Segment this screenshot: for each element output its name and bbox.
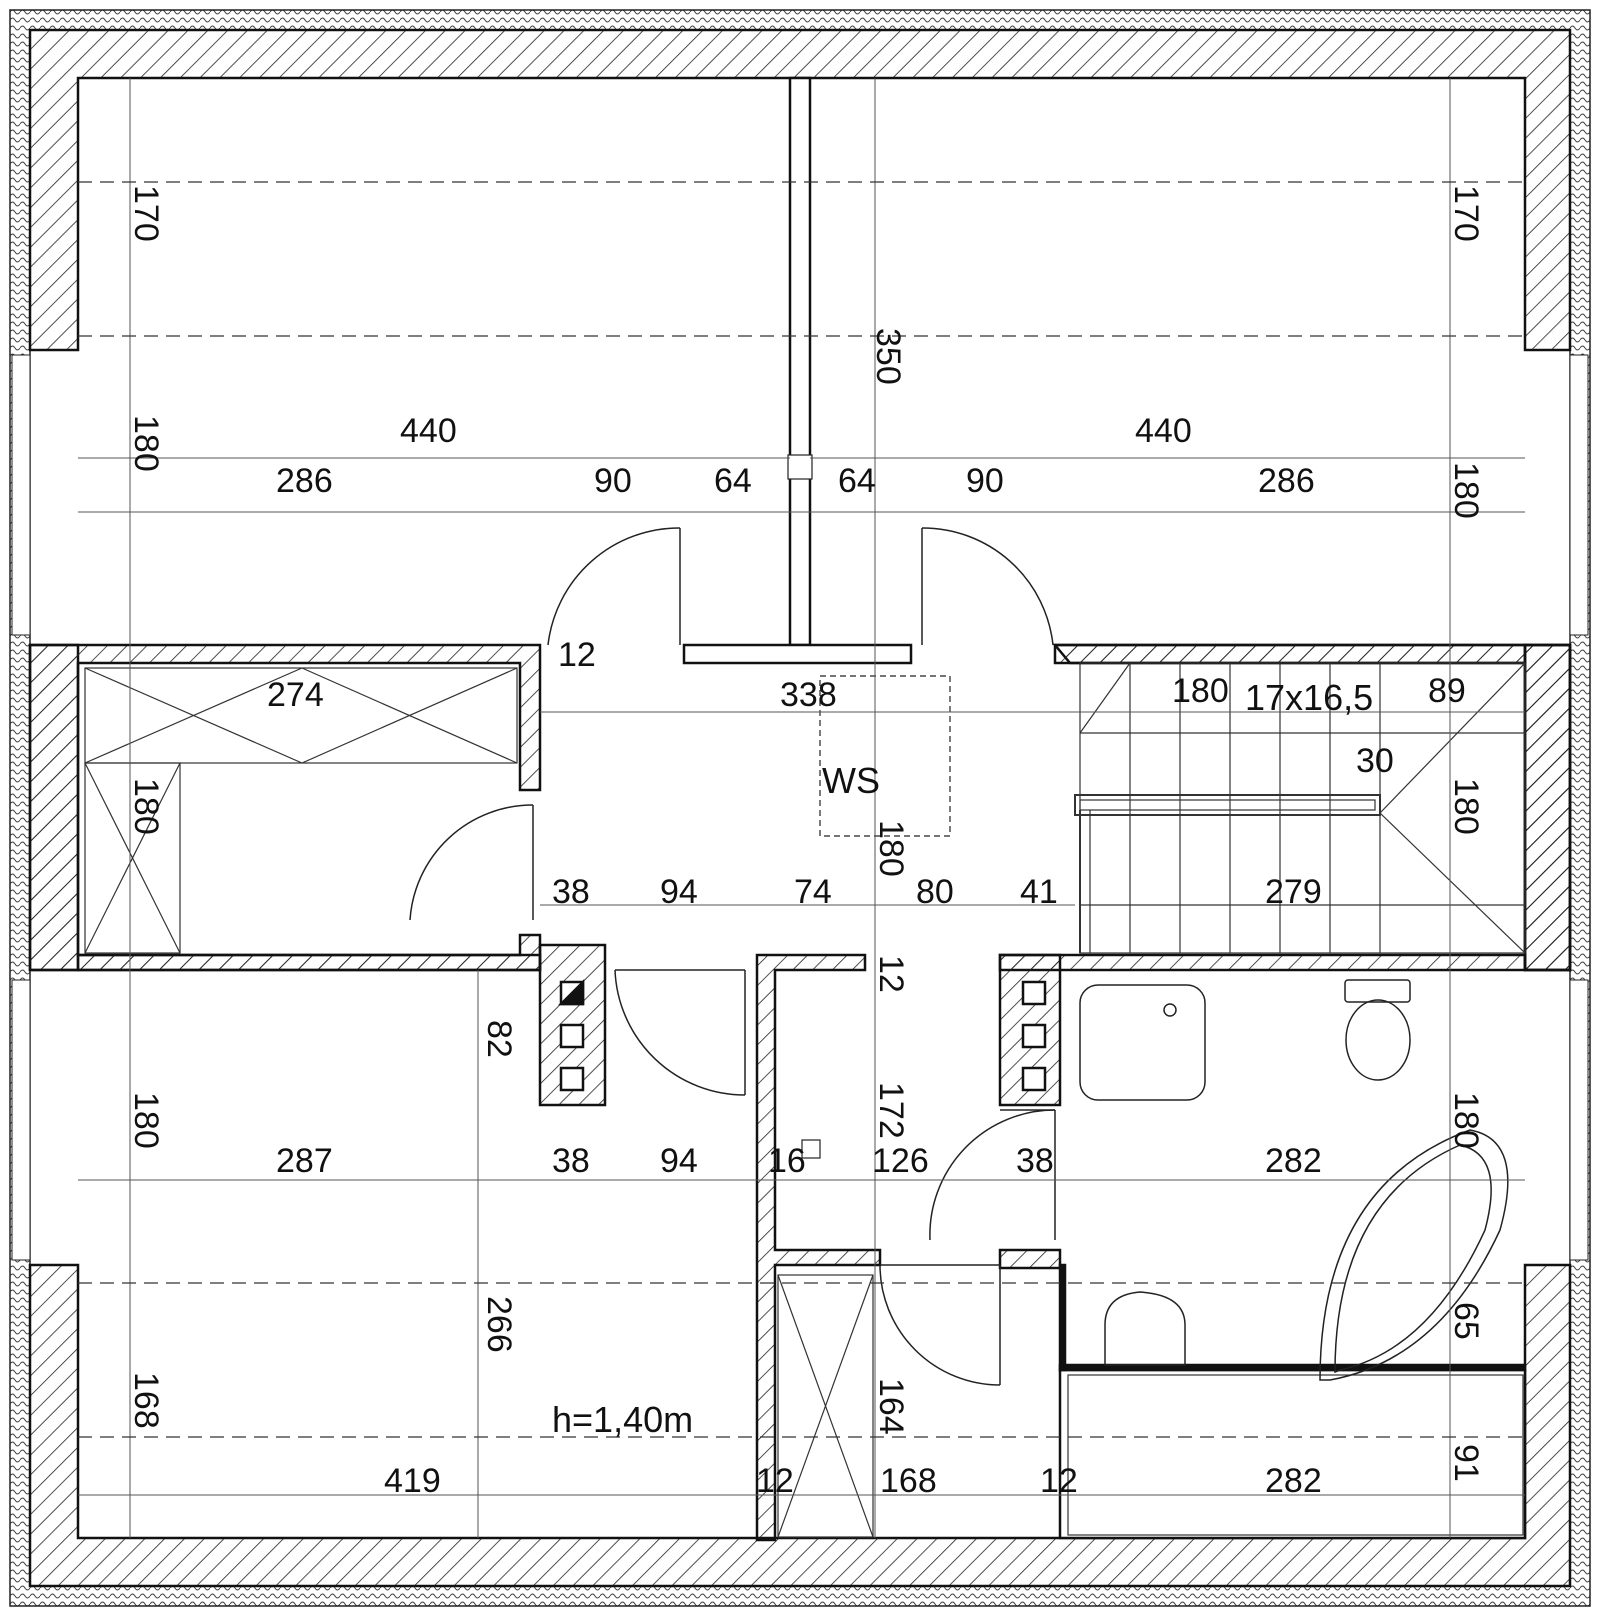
dimension-label-d-12-door: 12 bbox=[558, 636, 596, 674]
dimension-label-d-287: 287 bbox=[276, 1142, 333, 1180]
dimension-label-d-right-90: 90 bbox=[966, 462, 1004, 500]
dimension-label-d-274: 274 bbox=[267, 676, 324, 714]
dimension-label-d-282-bottom: 282 bbox=[1265, 1462, 1322, 1500]
dimension-label-d-v-168-left: 168 bbox=[127, 1372, 165, 1429]
dimension-label-d-right-64: 64 bbox=[838, 462, 876, 500]
dimension-label-d-left-90: 90 bbox=[594, 462, 632, 500]
dimension-label-d-338: 338 bbox=[780, 676, 837, 714]
dimension-label-d-mid-80: 80 bbox=[916, 873, 954, 911]
wardrobe-crosses bbox=[84, 667, 1524, 1538]
dimension-label-d-v-172: 172 bbox=[872, 1082, 910, 1139]
dimension-label-d-v-65: 65 bbox=[1447, 1302, 1485, 1340]
dimension-label-d-v-170-left: 170 bbox=[127, 185, 165, 242]
dimension-labels: 440 440 286 90 64 64 90 286 170 170 180 180 350 12 274… bbox=[127, 185, 1485, 1500]
dimension-label-d-bottom-12-left: 12 bbox=[756, 1462, 794, 1500]
dimension-label-d-v-266: 266 bbox=[480, 1296, 518, 1353]
dimension-label-d-v-180-bottom-left: 180 bbox=[127, 1092, 165, 1149]
dimension-label-d-v-170-right: 170 bbox=[1447, 185, 1485, 242]
dimension-label-d-mid-38: 38 bbox=[552, 873, 590, 911]
dimension-label-d-low-94: 94 bbox=[660, 1142, 698, 1180]
dimension-label-d-282-bath: 282 bbox=[1265, 1142, 1322, 1180]
dimension-label-d-v-180-ws: 180 bbox=[872, 820, 910, 877]
dimension-label-d-mid-74: 74 bbox=[794, 873, 832, 911]
staircase bbox=[1074, 662, 1526, 954]
ws-shaft bbox=[819, 675, 951, 837]
dimension-label-d-89: 89 bbox=[1428, 672, 1466, 710]
dimension-label-d-left-286: 286 bbox=[276, 462, 333, 500]
dimension-label-d-stair-180: 180 bbox=[1172, 672, 1229, 710]
stairs-label: 17x16,5 bbox=[1245, 677, 1373, 718]
dimension-label-d-v-82: 82 bbox=[480, 1020, 518, 1058]
dimension-label-d-v-180-bath: 180 bbox=[1447, 1092, 1485, 1149]
dimension-label-d-low-38: 38 bbox=[552, 1142, 590, 1180]
ventilation-marker bbox=[787, 454, 813, 480]
dimension-label-d-mid-41: 41 bbox=[1020, 873, 1058, 911]
dimension-label-d-right-286: 286 bbox=[1258, 462, 1315, 500]
dimension-label-d-top-left-440: 440 bbox=[400, 412, 457, 450]
dimension-label-d-279: 279 bbox=[1265, 873, 1322, 911]
dimension-label-d-left-64: 64 bbox=[714, 462, 752, 500]
dimension-label-d-mid-94: 94 bbox=[660, 873, 698, 911]
height-label: h=1,40m bbox=[552, 1399, 693, 1440]
dimension-label-d-168: 168 bbox=[880, 1462, 937, 1500]
dimension-label-d-low-16: 16 bbox=[768, 1142, 806, 1180]
ws-label: WS bbox=[822, 760, 880, 801]
dimension-label-d-v-350: 350 bbox=[869, 328, 907, 385]
dimension-label-d-126: 126 bbox=[872, 1142, 929, 1180]
dimension-label-d-v-12-hall: 12 bbox=[872, 955, 910, 993]
dimension-label-d-30: 30 bbox=[1356, 742, 1394, 780]
dimension-label-d-v-180-left-top: 180 bbox=[127, 415, 165, 472]
dimension-lines bbox=[78, 78, 1525, 1538]
dimension-label-d-bath-38: 38 bbox=[1016, 1142, 1054, 1180]
dimension-label-d-v-91: 91 bbox=[1447, 1444, 1485, 1482]
dimension-label-d-v-180-wardrobe: 180 bbox=[127, 778, 165, 835]
dimension-label-d-top-right-440: 440 bbox=[1135, 412, 1192, 450]
bathroom-fixtures bbox=[1079, 979, 1509, 1381]
chimney-flues bbox=[557, 978, 1047, 1092]
doors bbox=[409, 527, 1056, 1386]
dimension-label-d-v-164: 164 bbox=[872, 1378, 910, 1435]
vent-marker bbox=[801, 1139, 821, 1159]
dimension-label-d-v-180-right-top: 180 bbox=[1447, 462, 1485, 519]
dimension-label-d-bottom-12-right: 12 bbox=[1040, 1462, 1078, 1500]
dimension-label-d-419: 419 bbox=[384, 1462, 441, 1500]
room-labels: 17x16,5 WS h=1,40m bbox=[552, 677, 1373, 1440]
dimension-label-d-v-180-stair-right: 180 bbox=[1447, 778, 1485, 835]
